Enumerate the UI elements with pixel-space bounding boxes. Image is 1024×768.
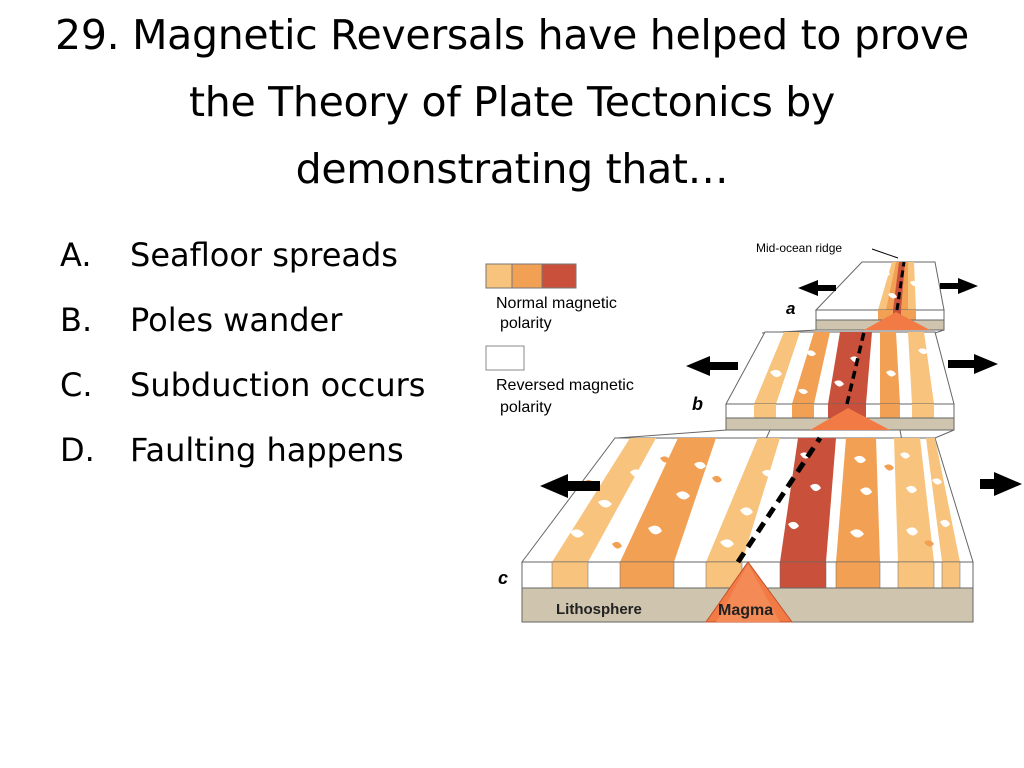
arrow-right-icon xyxy=(980,472,1022,496)
arrow-left-icon xyxy=(686,356,738,376)
arrow-left-icon xyxy=(798,280,836,296)
answer-option-c[interactable]: C. Subduction occurs xyxy=(60,356,425,421)
block-a xyxy=(814,261,945,331)
arrow-left-icon xyxy=(540,474,600,498)
answer-letter: C. xyxy=(60,366,93,404)
answer-list: A. Seafloor spreads B. Poles wander C. S… xyxy=(60,226,425,486)
ridge-leader-line xyxy=(871,248,899,259)
seafloor-spreading-diagram: Normal magnetic polarity Reversed magnet… xyxy=(485,241,1022,623)
answer-option-a[interactable]: A. Seafloor spreads xyxy=(60,226,425,291)
legend: Normal magnetic polarity Reversed magnet… xyxy=(485,263,634,416)
stage-c-label: c xyxy=(498,568,508,588)
legend-normal-label-1: Normal magnetic xyxy=(496,295,617,312)
arrow-right-icon xyxy=(940,278,978,294)
stage-a-label: a xyxy=(786,299,795,318)
block-b xyxy=(725,331,955,431)
lithosphere-label: Lithosphere xyxy=(556,601,642,618)
answer-letter: D. xyxy=(60,431,95,469)
legend-reversed-label-1: Reversed magnetic xyxy=(496,377,634,394)
magma-label: Magma xyxy=(718,602,773,619)
legend-reversed-swatch xyxy=(485,345,525,371)
answer-option-d[interactable]: D. Faulting happens xyxy=(60,421,425,486)
answer-text: Faulting happens xyxy=(130,431,404,469)
ridge-label: Mid-ocean ridge xyxy=(756,241,842,255)
slide-title: 29. Magnetic Reversals have helped to pr… xyxy=(55,11,969,193)
legend-reversed-label-2: polarity xyxy=(500,399,552,416)
answer-text: Subduction occurs xyxy=(130,366,426,404)
answer-text: Poles wander xyxy=(130,301,343,339)
answer-option-b[interactable]: B. Poles wander xyxy=(60,291,425,356)
block-c xyxy=(521,436,974,623)
answer-text: Seafloor spreads xyxy=(130,236,398,274)
answer-letter: A. xyxy=(60,236,92,274)
legend-normal-swatch xyxy=(485,263,577,289)
arrow-right-icon xyxy=(948,354,998,374)
legend-normal-label-2: polarity xyxy=(500,315,552,332)
stage-b-label: b xyxy=(692,394,703,414)
answer-letter: B. xyxy=(60,301,93,339)
